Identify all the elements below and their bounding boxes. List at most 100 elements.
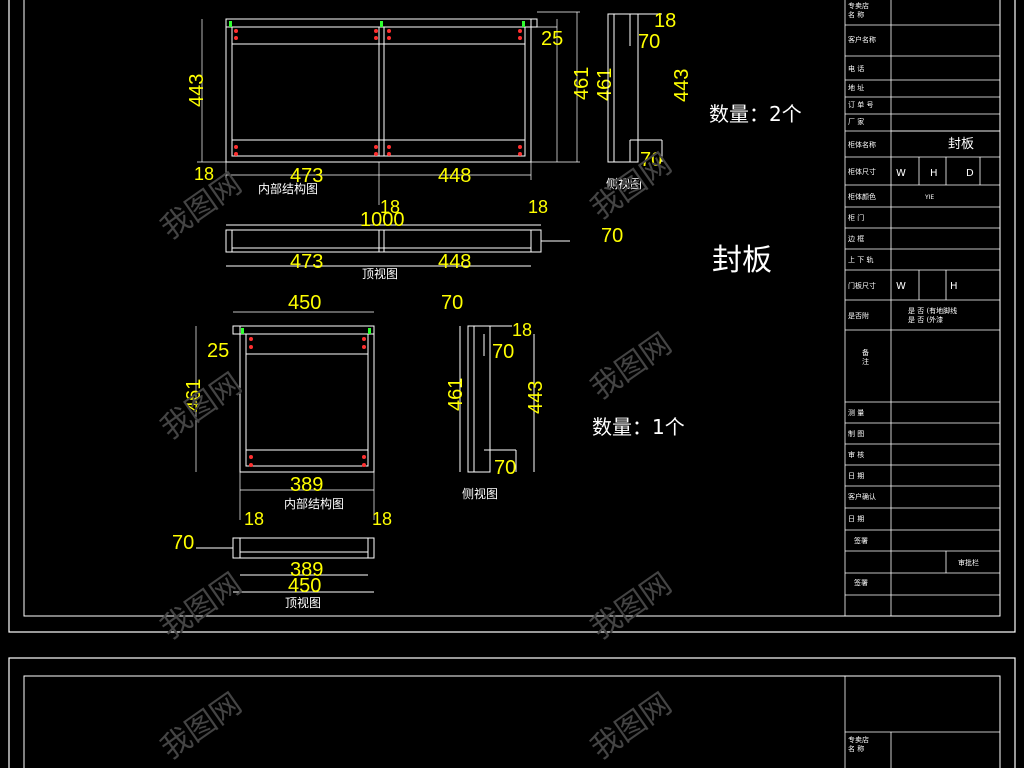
p1-dim-25: 25 bbox=[541, 28, 563, 50]
p1-side-label: 侧视图 bbox=[606, 176, 642, 191]
tb-store-label: 专卖店名 称 bbox=[848, 1, 869, 19]
p2-side-dim-70-bottom: 70 bbox=[494, 457, 516, 479]
p2-top-dim-450: 450 bbox=[288, 575, 321, 597]
panel2-front-hardware bbox=[241, 328, 371, 467]
tb-phone-label: 电 话 bbox=[848, 64, 864, 73]
panel1-side-dims: 18 70 443 70 侧视图 bbox=[606, 10, 693, 191]
p2-dim-450: 450 bbox=[288, 292, 321, 314]
p2-side-dim-18: 18 bbox=[512, 320, 532, 340]
p2-side-dim-443: 443 bbox=[525, 381, 547, 414]
tb-confirm-label: 客户确认 bbox=[848, 492, 876, 501]
panel1-front-dims: 443 18 473 448 25 461 461 内部结构图 bbox=[186, 28, 616, 196]
lower-tb-store-label: 专卖店名 称 bbox=[848, 735, 869, 753]
p2-inner-label: 内部结构图 bbox=[284, 496, 344, 511]
p1-top-label: 顶视图 bbox=[362, 266, 398, 281]
tb-approval-label: 审批栏 bbox=[958, 558, 979, 567]
tb-measure-label: 测 量 bbox=[848, 409, 864, 417]
p2-quantity: 数量：1个 bbox=[592, 415, 685, 439]
tb-w2: W bbox=[896, 281, 906, 292]
panel2-front-dims: 450 25 461 389 内部结构图 18 18 bbox=[183, 292, 392, 529]
tb-cabinet-size-label: 柜体尺寸 bbox=[848, 167, 876, 176]
p1-dim-443: 443 bbox=[186, 74, 208, 107]
tb-d: D bbox=[966, 168, 974, 179]
p1-top-dim-70: 70 bbox=[601, 225, 623, 247]
tb-w: W bbox=[896, 168, 906, 179]
p1-quantity: 数量：2个 bbox=[709, 102, 802, 126]
panel1-top-view bbox=[225, 224, 570, 267]
panel2-front-view bbox=[232, 325, 375, 473]
watermark-8: 我图网 bbox=[585, 686, 679, 766]
tb-frame-label: 边 框 bbox=[848, 234, 864, 243]
panel1-top-dims: 1000 18 18 70 473 448 顶视图 bbox=[290, 197, 623, 281]
lower-title-block bbox=[844, 676, 1000, 768]
watermark-2: 我图网 bbox=[585, 146, 679, 226]
tb-h2: H bbox=[950, 281, 958, 292]
watermark-4: 我图网 bbox=[585, 326, 679, 406]
tb-cabinet-name-label: 柜体名称 bbox=[848, 140, 876, 149]
panel2-side-view bbox=[459, 325, 535, 473]
tb-rail-label: 上 下 轨 bbox=[848, 255, 873, 264]
panel1-side-view bbox=[607, 13, 663, 163]
tb-client-label: 客户名称 bbox=[848, 35, 876, 44]
panel2-dimension-lines bbox=[195, 311, 375, 520]
p1-top-dim-448: 448 bbox=[438, 251, 471, 273]
tb-address-label: 地 址 bbox=[848, 83, 864, 92]
panel1-dimension-lines bbox=[197, 11, 580, 205]
p1-dim-461-a: 461 bbox=[571, 67, 593, 100]
panel2-top-view bbox=[196, 537, 375, 593]
p1-dim-461-b: 461 bbox=[594, 68, 616, 101]
p1-side-dim-70-bottom: 70 bbox=[640, 149, 662, 171]
p2-top-label: 顶视图 bbox=[285, 595, 321, 610]
tb-order-label: 订 单 号 bbox=[848, 100, 873, 109]
p1-top-dim-1000: 1000 bbox=[360, 209, 405, 231]
p1-dim-473: 473 bbox=[290, 165, 323, 187]
p2-dim-389: 389 bbox=[290, 474, 323, 496]
tb-door-size-label: 门板尺寸 bbox=[848, 281, 876, 290]
p2-side-dim-70-top: 70 bbox=[441, 292, 463, 314]
upper-drawing-frame bbox=[23, 0, 1001, 617]
title-block bbox=[844, 0, 1000, 616]
part-title: 封板 bbox=[712, 243, 772, 278]
watermark-5: 我图网 bbox=[155, 566, 249, 646]
p1-dim-18-left: 18 bbox=[194, 164, 214, 184]
lower-drawing-frame bbox=[23, 675, 1001, 768]
p2-top-dim-70: 70 bbox=[172, 532, 194, 554]
tb-sign2-label: 签署 bbox=[854, 578, 868, 587]
tb-review-label: 审 核 bbox=[848, 450, 864, 459]
tb-remark-label: 备注 bbox=[862, 348, 869, 366]
tb-date2-label: 日 期 bbox=[848, 515, 864, 523]
tb-date-label: 日 期 bbox=[848, 472, 864, 480]
panel1-front-hardware bbox=[229, 21, 525, 156]
p1-side-dim-443: 443 bbox=[671, 69, 693, 102]
tb-attach-value: 是 否 (有地脚线是 否 (外漆 bbox=[908, 306, 957, 324]
p1-top-dim-18-right: 18 bbox=[528, 197, 548, 217]
tb-h: H bbox=[930, 168, 938, 179]
p1-side-dim-18: 18 bbox=[654, 10, 676, 32]
panel1-front-view bbox=[225, 18, 538, 163]
tb-attach-label: 是否附 bbox=[848, 311, 869, 320]
watermark-7: 我图网 bbox=[155, 686, 249, 766]
p1-top-dim-473: 473 bbox=[290, 251, 323, 273]
p1-side-dim-70-top: 70 bbox=[638, 31, 660, 53]
p2-side-dim-461: 461 bbox=[445, 378, 467, 411]
watermarks: 我图网 我图网 我图网 我图网 我图网 我图网 我图网 我图网 bbox=[155, 146, 679, 766]
p1-inner-label: 内部结构图 bbox=[258, 181, 318, 196]
p2-dim-18-right: 18 bbox=[372, 509, 392, 529]
p2-side-label: 侧视图 bbox=[462, 486, 498, 501]
panel2-side-dims: 70 18 70 461 443 70 侧视图 bbox=[441, 292, 547, 501]
tb-sign-label: 签署 bbox=[854, 536, 868, 545]
tb-maker-label: 厂 家 bbox=[848, 117, 864, 126]
p1-top-dim-18-mid: 18 bbox=[380, 197, 400, 217]
p2-top-dim-389: 389 bbox=[290, 559, 323, 581]
lower-sheet-border bbox=[8, 657, 1016, 768]
tb-draw-label: 制 图 bbox=[848, 429, 864, 438]
p2-dim-18-left: 18 bbox=[244, 509, 264, 529]
p2-side-dim-70-mid: 70 bbox=[492, 341, 514, 363]
tb-door-label: 柜 门 bbox=[848, 213, 864, 222]
watermark-3: 我图网 bbox=[155, 366, 249, 446]
upper-sheet-border bbox=[8, 0, 1016, 633]
p2-dim-25: 25 bbox=[207, 340, 229, 362]
watermark-6: 我图网 bbox=[585, 566, 679, 646]
tb-cabinet-name-value: 封板 bbox=[948, 137, 974, 152]
